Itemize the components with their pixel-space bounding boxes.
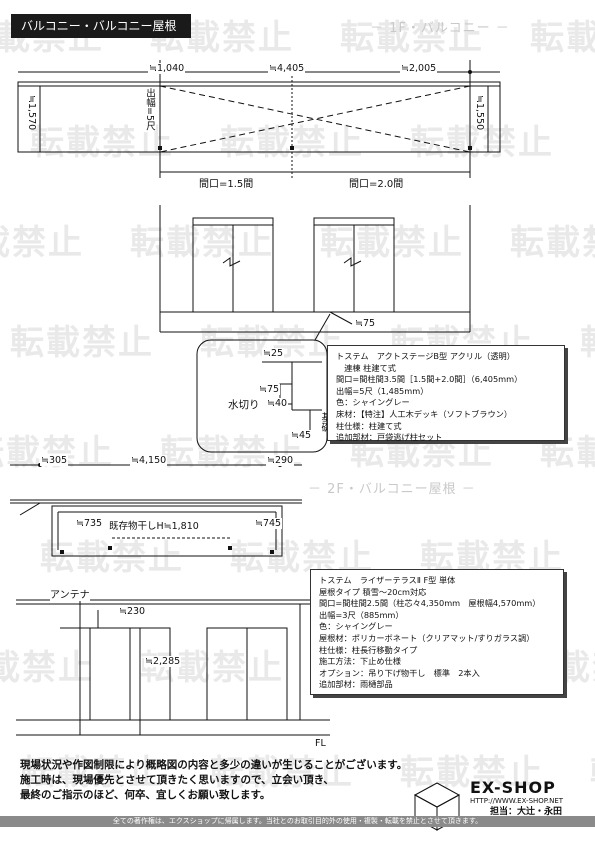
hanger-label: 既存物干しH≒1,810 xyxy=(108,518,200,532)
dim-2f-230: ≒230 xyxy=(118,606,147,617)
deck-area xyxy=(159,85,471,153)
spec-2f-line: 屋根材：ポリカーボネート（クリアマット/すりガラス調） xyxy=(319,632,535,643)
dim-2f-left: ≒305 xyxy=(40,455,69,466)
spec-1f-line: 間口=間柱間3.5間［1.5間+2.0間］（6,405mm） xyxy=(336,374,523,385)
span-left-label: 間口=1.5間 xyxy=(198,175,255,190)
watermark-text: 転載禁止 xyxy=(410,123,554,163)
dim-1f-right: ≒2,005 xyxy=(400,63,438,74)
spec-2f-line: 出幅=3尺（885mm） xyxy=(319,609,404,620)
deck-diagonal xyxy=(159,85,471,153)
deck-diagonal xyxy=(159,85,471,153)
watermark-text: 転載禁止 xyxy=(140,648,284,688)
dim-2f-inner-right: ≒745 xyxy=(254,518,283,529)
plan-1f-outline xyxy=(17,81,501,153)
spec-box-1f: トステム アクトステージB型 アクリル（透明） 連棟 柱建て式 間口=間柱間3.… xyxy=(327,345,565,443)
dim-tick xyxy=(468,70,472,74)
door-arrow xyxy=(222,257,241,267)
fl-label: FL xyxy=(314,738,327,749)
watermark-text: 転載禁止 xyxy=(220,123,364,163)
footer-notice-line: 現場状況や作図制限により概略図の内容と多少の違いが生じることがございます。 xyxy=(20,759,408,771)
footer-notice: 現場状況や作図制限により概略図の内容と多少の違いが生じることがございます。 施工… xyxy=(20,758,407,803)
watermark-text: 転載禁止 xyxy=(0,223,84,263)
corner-brace xyxy=(19,502,41,516)
watermark-text: 転載禁止 xyxy=(400,753,544,793)
detail-dim-45: ≒45 xyxy=(290,430,313,441)
dim-2f-center: ≒4,150 xyxy=(130,455,168,466)
post-marker xyxy=(158,146,162,150)
footer-notice-line: 施工時は、現場優先とさせて頂きたく思いますので、立会い頂き、 xyxy=(20,774,334,786)
watermark-text: 転載禁止 xyxy=(530,18,595,58)
detail-leader xyxy=(314,313,331,341)
dim-1f-height-left: ≒1,570 xyxy=(26,95,37,131)
spec-2f-line: 屋根タイプ 積雪～20cm対応 xyxy=(319,586,427,597)
dim-2f-right: ≒290 xyxy=(266,455,295,466)
spec-box-2f: トステム ライザーテラスⅡ F型 単体 屋根タイプ 積雪～20cm対応 間口=間… xyxy=(310,569,564,695)
detail-drip-label: 水切り xyxy=(228,399,260,411)
post-marker xyxy=(108,546,112,550)
staff-label: 担当：大辻・永田 xyxy=(490,807,563,817)
detail-dim-25: ≒25 xyxy=(262,348,285,359)
spec-1f-line: 床材：【特注】人工木デッキ（ソフトブラウン） xyxy=(336,408,513,419)
spec-2f-line: 色：シャイングレー xyxy=(319,621,393,632)
antenna-label: アンテナ xyxy=(50,586,90,601)
watermark-text: 転載禁止 xyxy=(160,433,304,473)
shop-logo: EX-SHOP xyxy=(470,778,556,797)
dim-1f-center: ≒4,405 xyxy=(268,63,306,74)
watermark-text: 転載禁止 xyxy=(590,745,595,794)
watermark-text: 転載禁止 xyxy=(210,753,354,793)
watermark-text: 転載禁止 xyxy=(10,323,154,363)
shop-url: HTTP://WWW.EX-SHOP.NET xyxy=(470,797,564,805)
dim-1f-height-right: ≒1,550 xyxy=(474,95,485,131)
post-marker xyxy=(270,550,274,554)
dim-1f-left: ≒1,040 xyxy=(148,63,186,74)
spec-2f-line: 追加部材：雨樋部品 xyxy=(319,679,393,690)
dim-1f-depth: 出幅=5尺 xyxy=(142,88,156,131)
watermark-text: 転載禁止 xyxy=(340,18,484,58)
watermark-text: 転載禁止 xyxy=(40,538,184,578)
section-label-2f: － 2F・バルコニー屋根 － xyxy=(308,482,476,497)
page-title: バルコニー・バルコニー屋根 xyxy=(11,14,191,38)
spec-1f-line: 出幅=5尺（1,485mm） xyxy=(336,385,429,396)
post-marker xyxy=(468,146,472,150)
logo-cube xyxy=(413,782,461,808)
spec-1f-line: トステム アクトステージB型 アクリル（透明） xyxy=(336,351,515,361)
spec-1f-line: 柱仕様：柱建て式 xyxy=(336,420,402,431)
watermark-text: 転載禁止 xyxy=(130,223,274,263)
span-right-label: 間口=2.0間 xyxy=(348,175,405,190)
spec-1f-line: 追加部材：戸袋逃げ柱セット xyxy=(336,432,443,443)
watermark-text: 転載禁止 xyxy=(0,648,94,688)
door-arrow xyxy=(343,257,362,267)
post-marker xyxy=(290,146,294,150)
dim-1f-elev-bottom: ≒75 xyxy=(354,318,377,329)
copyright-bar: 全ての著作権は、エクスショップに帰属します。当社とのお取引目的外の使用・複製・転… xyxy=(0,816,595,827)
post-marker xyxy=(60,550,64,554)
spec-2f-line: 間口=間柱間2.5間（柱芯々4,350mm 屋根幅4,570mm） xyxy=(319,598,541,609)
dim-2f-inner-left: ≒735 xyxy=(75,518,104,529)
detail-dim-40: ≒40 xyxy=(266,398,289,409)
spec-2f-line: 柱仕様：柱長行移動タイプ xyxy=(319,644,418,655)
post-marker xyxy=(228,546,232,550)
footer-notice-line: 最終のご指示のほど、何卒、宜しくお願い致します。 xyxy=(20,789,271,801)
watermark-text: 転載禁止 xyxy=(0,433,114,473)
watermark-text: 転載禁止 xyxy=(580,315,595,364)
spec-2f-line: オプション：吊り下げ物干し 標準 2本入 xyxy=(319,667,480,678)
spec-2f-line: 施工方法：下止め仕様 xyxy=(319,656,401,667)
watermark-text: 転載禁止 xyxy=(320,223,464,263)
detail-dim-75: ≒75 xyxy=(258,384,281,395)
logo-cube xyxy=(436,794,460,831)
section-label-1f: － 1F・バルコニー － xyxy=(370,21,510,36)
roof-2f-outline xyxy=(51,505,283,557)
spec-1f-line: 色：シャイングレー xyxy=(336,397,410,408)
watermark-text: 転載禁止 xyxy=(20,753,164,793)
watermark-text: 転載禁止 xyxy=(510,223,595,263)
leader-line xyxy=(329,311,353,325)
detail-foundation-label: 基礎 xyxy=(319,412,330,432)
dim-2f-2285: ≒2,285 xyxy=(144,656,182,667)
spec-2f-line: トステム ライザーテラスⅡ F型 単体 xyxy=(319,575,456,585)
spec-1f-line: 連棟 柱建て式 xyxy=(336,362,396,373)
